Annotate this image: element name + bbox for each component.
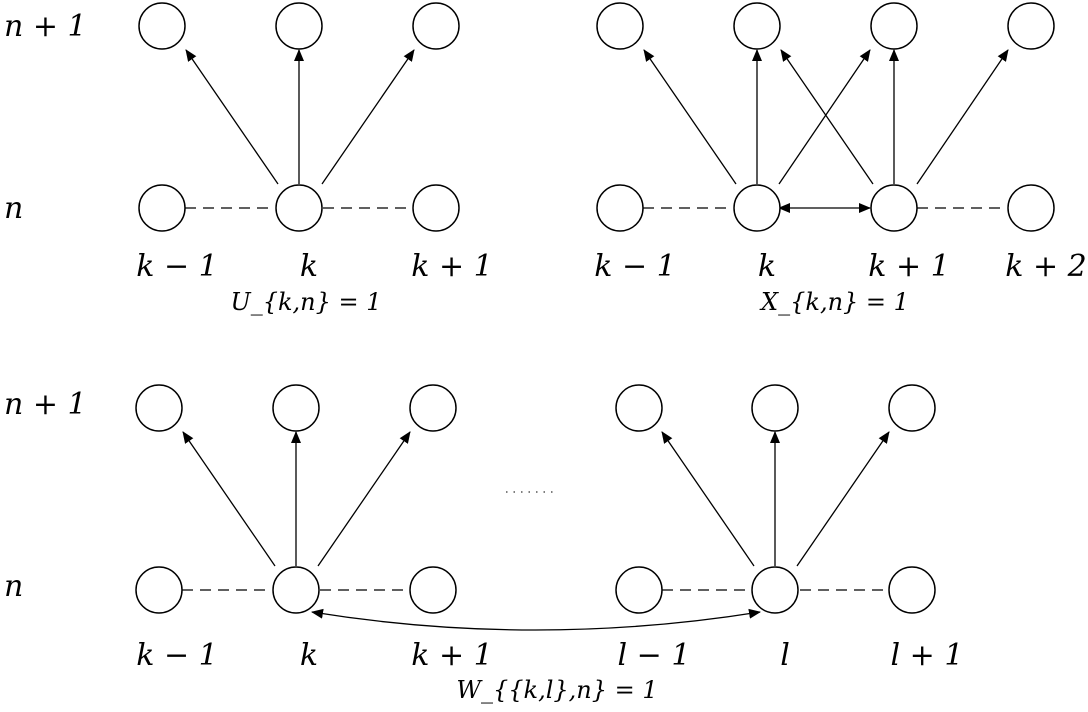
node-top (135, 384, 183, 432)
node-top (409, 384, 457, 432)
node-top (596, 2, 644, 50)
arrow (661, 431, 755, 567)
arrow (778, 49, 871, 185)
row-label-n-top: n (4, 191, 23, 226)
node-top (275, 2, 323, 50)
node-top (751, 384, 799, 432)
node-bottom (596, 184, 644, 232)
column-label: k + 2 (1005, 249, 1086, 284)
arrow-k-to-k-plus-1 (321, 49, 415, 185)
node-top (733, 2, 781, 50)
node-bottom (615, 566, 663, 614)
node-top (272, 384, 320, 432)
column-label: k (300, 638, 318, 673)
node-top (888, 384, 936, 432)
column-label: l − 1 (618, 638, 691, 673)
column-label: k (300, 249, 318, 284)
node-bottom (733, 184, 781, 232)
curved-double-arrow-k-l (311, 608, 761, 631)
arrow (643, 49, 737, 185)
row-label-n-plus-1-top: n + 1 (4, 9, 87, 44)
arrow (780, 49, 874, 185)
node-bottom (888, 566, 936, 614)
node-bottom (1007, 184, 1055, 232)
arrow (916, 49, 1009, 185)
diagram-u: k − 1 k k + 1 U_{k,n} = 1 (136, 2, 493, 316)
column-label: k − 1 (136, 638, 217, 673)
column-label: k + 1 (411, 249, 492, 284)
node-bottom (275, 184, 323, 232)
column-label: l (780, 638, 790, 673)
caption-x: X_{k,n} = 1 (759, 288, 909, 316)
column-label: k − 1 (594, 249, 675, 284)
node-bottom (751, 566, 799, 614)
node-bottom (870, 184, 918, 232)
column-label: k + 1 (868, 249, 949, 284)
diagram-w: k − 1 k k + 1 l − 1 l l + 1 W_{{k,l},n} … (135, 384, 964, 704)
node-bottom (135, 566, 183, 614)
caption-w: W_{{k,l},n} = 1 (456, 676, 657, 704)
node-bottom (272, 566, 320, 614)
diagram-x: k − 1 k k + 1 k + 2 X_{k,n} = 1 (594, 2, 1087, 316)
arrow (796, 431, 890, 567)
column-label: l + 1 (891, 638, 964, 673)
column-label: k + 1 (411, 638, 492, 673)
arrow (182, 431, 276, 567)
node-top (870, 2, 918, 50)
caption-u: U_{k,n} = 1 (230, 288, 381, 316)
arrow (317, 431, 411, 567)
column-label: k − 1 (136, 249, 217, 284)
arrow-k-to-k-minus-1 (185, 49, 279, 185)
node-top (615, 384, 663, 432)
node-top (1007, 2, 1055, 50)
column-label: k (758, 249, 776, 284)
node-bottom (409, 566, 457, 614)
node-bottom (412, 184, 460, 232)
row-label-n-bottom: n (4, 569, 23, 604)
node-bottom (138, 184, 186, 232)
node-top (412, 2, 460, 50)
node-top (138, 2, 186, 50)
row-label-n-plus-1-bottom: n + 1 (4, 387, 87, 422)
